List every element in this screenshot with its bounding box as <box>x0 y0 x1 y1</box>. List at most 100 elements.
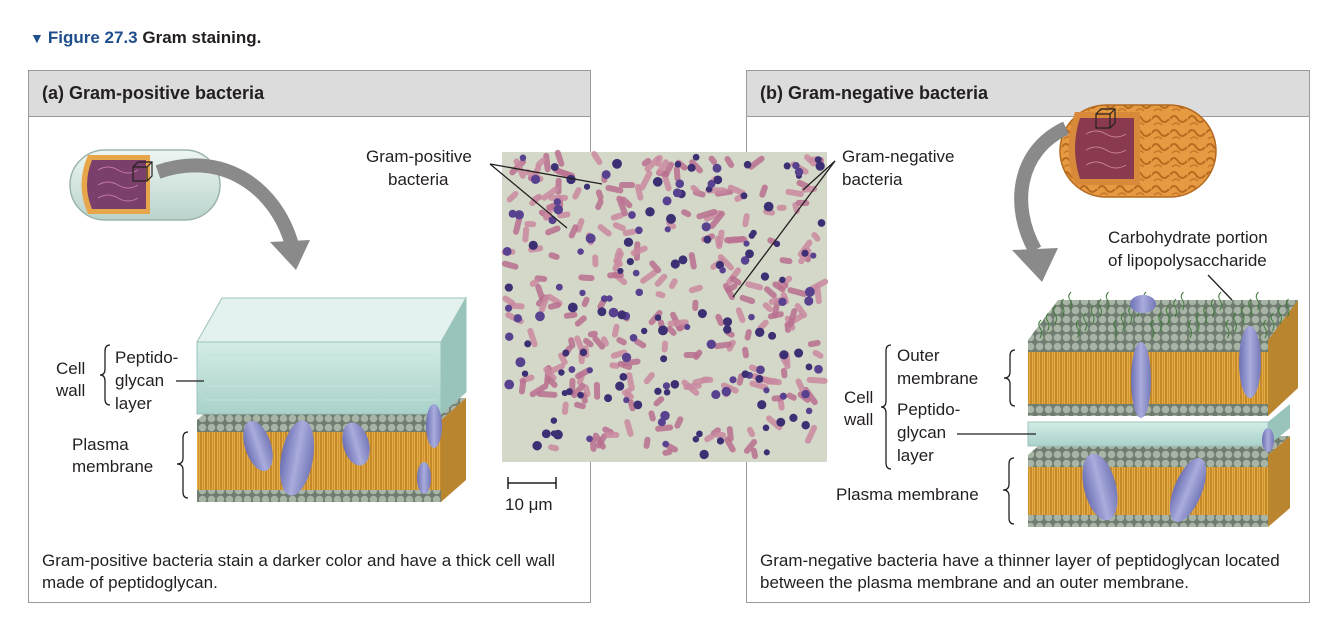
panel-a-caption: Gram-positive bacteria stain a darker co… <box>42 551 556 592</box>
micrograph-coccus <box>678 255 688 265</box>
micrograph-rod <box>804 154 817 167</box>
micrograph-coccus <box>675 179 685 188</box>
peptidoglycan-label-b-2: glycan <box>897 423 947 442</box>
micrograph-coccus <box>615 381 625 391</box>
micrograph-coccus <box>621 352 632 363</box>
peptidoglycan-label-a-2: glycan <box>115 371 165 390</box>
gram-negative-wall-block <box>1027 291 1298 527</box>
zoom-arrow-a-head <box>270 240 310 270</box>
micrograph-coccus <box>597 307 607 317</box>
micrograph-rod <box>716 229 725 250</box>
cell-wall-label-b-1: Cell <box>844 388 874 407</box>
carbohydrate-label-1: Carbohydrate portion <box>1108 228 1268 247</box>
micrograph-rod <box>610 349 628 359</box>
micrograph-coccus <box>778 297 787 307</box>
micrograph-coccus <box>804 286 815 297</box>
cell-wall-label-a-2: wall <box>56 381 86 400</box>
panel-b-caption: Gram-negative bacteria have a thinner la… <box>760 551 1280 592</box>
peptidoglycan-label-a-1: Peptido- <box>115 348 179 367</box>
micrograph-coccus <box>660 410 670 421</box>
micrograph-coccus <box>719 266 726 274</box>
micrograph-rod <box>654 273 668 287</box>
micrograph-coccus <box>817 219 826 227</box>
micrograph-rod <box>709 210 725 230</box>
lps-strand <box>1090 305 1095 325</box>
micrograph-rod <box>595 189 604 201</box>
micrograph-coccus <box>577 391 584 399</box>
micrograph-rod <box>524 220 537 228</box>
micrograph-rod <box>745 281 764 291</box>
micrograph-coccus <box>815 161 825 171</box>
micrograph-rod <box>713 341 732 350</box>
micrograph-rod <box>787 287 808 297</box>
lps-strand <box>1218 291 1222 311</box>
micrograph-coccus <box>555 283 563 291</box>
micrograph-coccus <box>662 382 671 390</box>
micrograph-coccus <box>783 162 791 170</box>
micrograph-rod <box>541 186 559 201</box>
micrograph-coccus <box>535 311 545 322</box>
micrograph-coccus <box>629 333 638 342</box>
micrograph-coccus <box>706 339 716 349</box>
micrograph-coccus <box>699 449 709 460</box>
lps-strand <box>1083 312 1087 332</box>
micrograph-coccus <box>721 386 732 397</box>
micrograph-coccus <box>504 283 513 292</box>
micrograph-rod <box>529 278 540 287</box>
micrograph-rod <box>571 382 586 399</box>
micrograph-rod <box>805 424 818 444</box>
micrograph-coccus <box>553 198 561 206</box>
micrograph-coccus <box>748 232 755 239</box>
micrograph-coccus <box>612 158 622 169</box>
micrograph-coccus <box>541 429 551 439</box>
lps-strand <box>1225 319 1230 339</box>
micrograph-rod <box>518 378 527 395</box>
micrograph-coccus <box>779 392 787 400</box>
micrograph-coccus <box>530 174 541 185</box>
micrograph-coccus <box>600 295 608 303</box>
micrograph-rod <box>578 274 595 282</box>
micrograph-coccus <box>729 376 737 384</box>
micrograph-coccus <box>722 317 733 327</box>
zoom-arrow-b <box>1014 121 1070 254</box>
micrograph-rod <box>612 250 624 272</box>
micrograph-rod <box>506 190 519 203</box>
micrograph-rod <box>724 436 736 453</box>
gram-positive-wall-block <box>196 296 467 502</box>
micrograph-rod <box>681 209 692 218</box>
micrograph-coccus <box>773 240 781 248</box>
lps-strand <box>1060 298 1065 318</box>
micrograph-rod <box>592 432 606 450</box>
micrograph-coccus <box>745 249 754 259</box>
micrograph-rod <box>725 283 738 293</box>
micrograph-coccus <box>779 350 789 360</box>
micrograph-coccus <box>794 348 804 358</box>
micrograph-rod <box>708 155 718 165</box>
micrograph-coccus <box>713 175 723 185</box>
micrograph-rod <box>667 319 689 327</box>
plasma-membrane-label-a-2: membrane <box>72 457 154 476</box>
micrograph-rod <box>591 151 603 165</box>
micrograph-rod <box>643 372 655 385</box>
micrograph-rod <box>513 158 526 179</box>
micrograph-coccus <box>712 163 722 173</box>
micrograph-coccus <box>703 235 712 244</box>
micrograph-coccus <box>740 256 750 265</box>
micrograph-coccus <box>658 325 668 336</box>
micrograph-rod <box>766 415 783 431</box>
micrograph-coccus <box>740 192 748 200</box>
micrograph-rod <box>622 228 637 237</box>
triangle-icon: ▼ <box>30 30 44 46</box>
micrograph-rod <box>747 155 765 170</box>
micrograph-rod <box>811 232 821 242</box>
micrograph-leader-lines <box>489 160 836 298</box>
micrograph-rod <box>535 283 546 303</box>
micrograph-rod <box>592 335 606 350</box>
micrograph-coccus <box>760 272 770 281</box>
micrograph-rod <box>538 295 550 313</box>
micrograph-rod <box>605 184 624 194</box>
micrograph-coccus <box>741 370 750 378</box>
micrograph-coccus <box>606 295 613 302</box>
plasma-brace-b <box>1002 457 1015 525</box>
micrograph-rod <box>563 311 578 319</box>
